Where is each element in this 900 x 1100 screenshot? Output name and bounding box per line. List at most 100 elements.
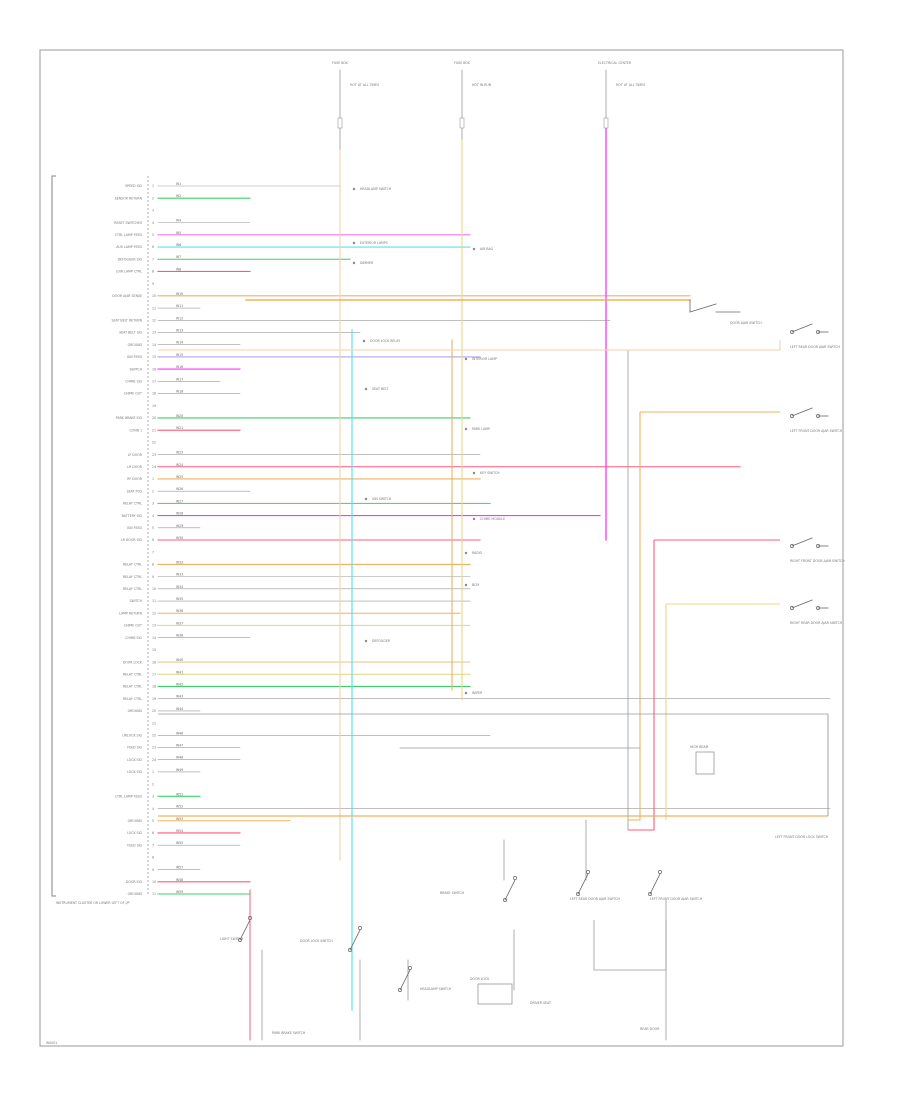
- pin-number: 23: [152, 453, 156, 457]
- pin-number: 12: [152, 318, 156, 322]
- pin-label: DOOR SIG: [126, 880, 143, 884]
- pin-number: 22: [152, 441, 156, 445]
- pin-number: 5: [152, 526, 154, 530]
- wire-color-code: W17: [176, 377, 183, 381]
- splice: [464, 551, 468, 555]
- module-label: SEAT BELT: [372, 387, 388, 391]
- pin-number: 11: [152, 599, 156, 603]
- pin-number: 18: [152, 685, 156, 689]
- pin-label: BATTERY SIG: [122, 514, 143, 518]
- wire-color-code: W35: [176, 597, 183, 601]
- bottom-component-label: HEADLAMP SWITCH: [420, 987, 452, 991]
- pin-number: 20: [152, 709, 156, 713]
- bottom-component-label: REAR DOOR: [640, 1027, 660, 1031]
- bottom-component-label: DOOR LOCK SWITCH: [300, 939, 333, 943]
- splice: [362, 339, 366, 343]
- pin-label: GROUND: [128, 343, 143, 347]
- pin-number: 16: [152, 367, 156, 371]
- bottom-component-label: LEFT REAR DOOR AJAR SWITCH: [570, 897, 620, 901]
- wire-color-code: W52: [176, 805, 183, 809]
- switch-blade: [349, 929, 361, 951]
- switch-contact: [513, 876, 517, 880]
- module-label: DIMMER: [360, 261, 374, 265]
- wire-color-code: W33: [176, 573, 183, 577]
- pin-number: 10: [152, 294, 156, 298]
- pin-label: RF DOOR: [127, 477, 143, 481]
- module-label: EXTERIOR LAMPS: [360, 241, 388, 245]
- wire-color-code: W47: [176, 744, 183, 748]
- pin-label: IGN FEED: [127, 526, 143, 530]
- pin-number: 1: [152, 184, 154, 188]
- pin-number: 8: [152, 270, 154, 274]
- bottom-component-label: PARK BRAKE SWITCH: [272, 1031, 306, 1035]
- pin-number: 13: [152, 331, 156, 335]
- switch-blade: [504, 879, 516, 901]
- module-label: CHIME MODULE: [480, 517, 505, 521]
- switch-contact: [790, 544, 794, 548]
- pin-label: RELAY CTRL: [123, 575, 142, 579]
- pin-number: 6: [152, 831, 154, 835]
- module-location-label: INSTRUMENT CLUSTER OR LOWER LEFT OF I/P: [56, 901, 130, 905]
- pin-label: DEFOGGER SIG: [118, 257, 143, 261]
- pin-label: SPEED SIG: [125, 184, 142, 188]
- switch-contact: [790, 414, 794, 418]
- wire-color-code: W36: [176, 609, 183, 613]
- pin-label: LOCK SIG: [127, 770, 142, 774]
- switch-contact: [648, 892, 652, 896]
- wire-color-code: W26: [176, 487, 183, 491]
- wire-color-code: W32: [176, 560, 183, 564]
- pin-number: 12: [152, 611, 156, 615]
- bottom-component-label: DOOR LOCK: [470, 977, 490, 981]
- pin-label: SWITCH: [130, 367, 143, 371]
- fuse-box-label: FUSE BOX: [332, 61, 349, 65]
- module-label: BCM: [472, 583, 479, 587]
- pin-label: PARK BRAKE SIG: [116, 416, 143, 420]
- wire-color-code: W7: [176, 255, 181, 259]
- pin-number: 3: [152, 502, 154, 506]
- wire-color-code: W15: [176, 353, 183, 357]
- pin-label: CTRL LAMP FEED: [115, 233, 143, 237]
- pin-label: SWITCH: [130, 599, 143, 603]
- wire-color-code: W11: [176, 304, 183, 308]
- module-label: INTERIOR LAMP: [472, 357, 497, 361]
- hot-note: HOT AT ALL TIMES: [350, 83, 379, 87]
- pin-label: SEAT BELT SIG: [119, 331, 142, 335]
- splice: [352, 241, 356, 245]
- pin-label: LR DOOR: [127, 465, 142, 469]
- outer-frame: [39, 49, 844, 1047]
- fuse-box-label: ELECTRICAL CENTER: [598, 61, 632, 65]
- bottom-component-label: LIGHT SWITCH: [220, 937, 244, 941]
- pin-label: RESET SWITCHES: [114, 221, 142, 225]
- wire-color-code: W18: [176, 390, 183, 394]
- right-lock-switch-label: LEFT FRONT DOOR LOCK SWITCH: [775, 835, 829, 839]
- wire-color-code: W10: [176, 292, 183, 296]
- pin-label: GROUND: [128, 892, 143, 896]
- pin-label: SENSOR RETURN: [115, 196, 143, 200]
- switch-blade: [649, 873, 661, 895]
- pin-label: LOW LAMP CTRL: [116, 270, 142, 274]
- switch-blade: [689, 303, 717, 313]
- wire-color-code: W5: [176, 231, 181, 235]
- door-lock-actuator: [477, 983, 513, 1005]
- pin-number: 9: [152, 282, 154, 286]
- pin-number: 20: [152, 416, 156, 420]
- pin-number: 7: [152, 550, 154, 554]
- module-label: DOOR LOCK RELAY: [370, 339, 400, 343]
- switch-contact: [576, 892, 580, 896]
- splice: [464, 427, 468, 431]
- wire-color-code: W44: [176, 707, 183, 711]
- wire-color-code: W48: [176, 756, 183, 760]
- splice: [472, 471, 476, 475]
- door-switch-label: RIGHT FRONT DOOR AJAR SWITCH: [790, 559, 845, 563]
- fuse: [459, 117, 465, 129]
- wire-color-code: W57: [176, 866, 183, 870]
- pin-number: 19: [152, 404, 156, 408]
- switch-contact: [790, 330, 794, 334]
- pin-number: 3: [152, 795, 154, 799]
- pin-number: 17: [152, 672, 156, 676]
- wire-color-code: W37: [176, 621, 183, 625]
- splice: [352, 261, 356, 265]
- wire-color-code: W54: [176, 829, 183, 833]
- fuse: [603, 117, 609, 129]
